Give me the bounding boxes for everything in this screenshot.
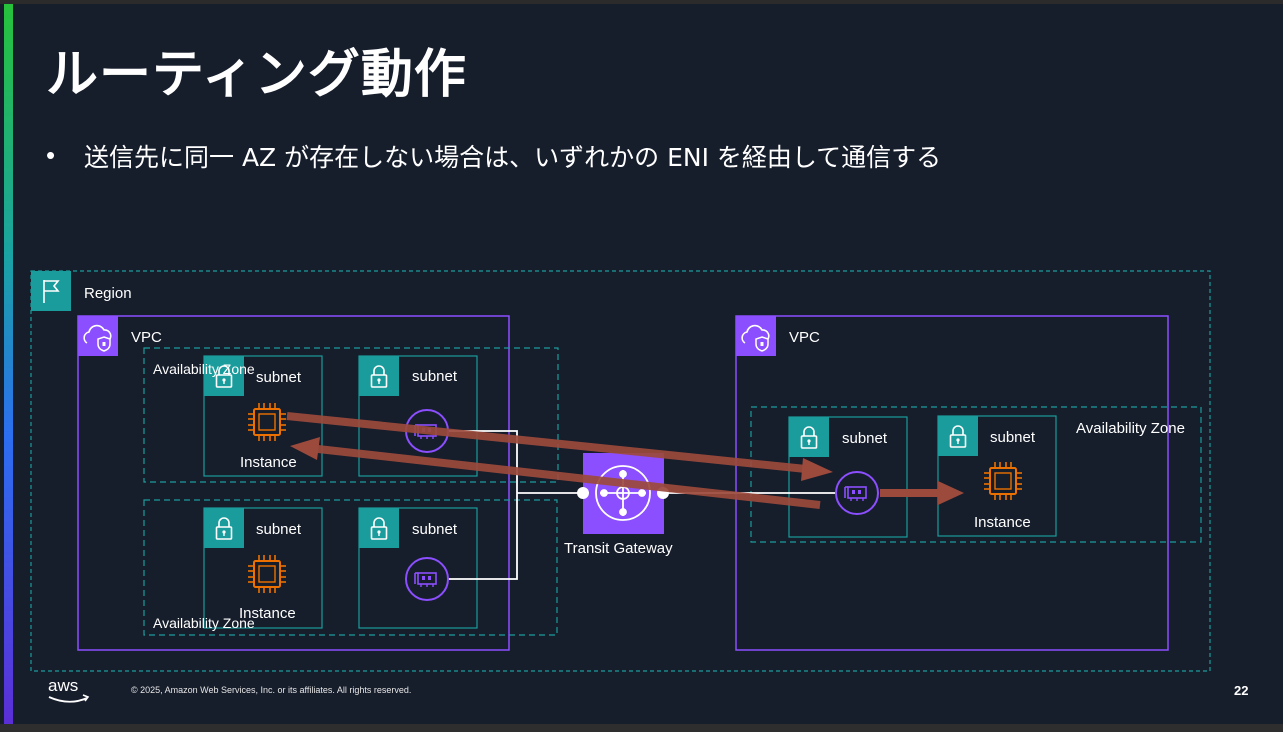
subnet-label: subnet: [842, 430, 888, 447]
subnet-left-bottom-eni: subnet: [358, 507, 478, 629]
transit-gateway: Transit Gateway: [564, 453, 673, 557]
subnet-right-eni: subnet: [788, 416, 908, 538]
az-label: Availability Zone: [153, 361, 255, 377]
vpc-right: VPC: [735, 315, 1169, 651]
subnet-lock-icon: [204, 508, 244, 548]
bullet-marker: •: [46, 140, 56, 170]
subnet-lock-icon: [359, 356, 399, 396]
subnet-lock-icon: [789, 417, 829, 457]
subnet-label: subnet: [256, 369, 302, 386]
instance-chip-icon: [247, 402, 287, 442]
page-number: 22: [1234, 683, 1249, 698]
subnet-left-top-instance: subnet Instance: [203, 355, 323, 477]
region-label: Region: [84, 285, 132, 302]
subnet-label: subnet: [412, 368, 458, 385]
bullet-text: 送信先に同一 AZ が存在しない場合は、いずれかの ENI を経由して通信する: [84, 143, 942, 172]
instance-label: Instance: [974, 514, 1031, 531]
aws-logo: aws: [48, 676, 90, 703]
subnet-label: subnet: [256, 521, 302, 538]
instance-label: Instance: [239, 605, 296, 622]
az-right: Availability Zone subnet subnet Instance: [750, 406, 1202, 543]
subnet-lock-icon: [938, 416, 978, 456]
bottom-strip: [0, 724, 1283, 732]
region-flag-icon: [31, 271, 71, 311]
instance-chip-icon: [983, 461, 1023, 501]
transit-gateway-label: Transit Gateway: [564, 540, 673, 557]
accent-bar: [4, 4, 13, 724]
subnet-left-bottom-instance: subnet Instance: [203, 507, 323, 629]
instance-chip-icon: [247, 554, 287, 594]
top-strip: [0, 0, 1283, 4]
subnet-label: subnet: [990, 429, 1036, 446]
instance-label: Instance: [240, 454, 297, 471]
vpc-left-cloud-icon: [77, 315, 119, 357]
subnet-right-instance: subnet Instance: [937, 415, 1057, 537]
transit-gateway-icon: [595, 465, 651, 521]
footer-copyright: © 2025, Amazon Web Services, Inc. or its…: [131, 685, 412, 695]
vpc-left-label: VPC: [131, 329, 162, 346]
az-left-top: subnet Instance Availability Zone subnet: [143, 347, 559, 483]
subnet-label: subnet: [412, 521, 458, 538]
slide-title: ルーティング動作: [46, 45, 467, 105]
traffic-flow-arrows: [286, 412, 964, 509]
az-label: Availability Zone: [153, 615, 255, 631]
az-left-bottom: subnet Instance Availability Zone subnet: [143, 499, 558, 636]
az-label: Availability Zone: [1076, 420, 1185, 437]
vpc-right-label: VPC: [789, 329, 820, 346]
subnet-left-top-eni: subnet: [358, 355, 478, 477]
vpc-right-cloud-icon: [735, 315, 777, 357]
eni-icon: [405, 557, 449, 601]
vpc-left: VPC: [77, 315, 510, 651]
subnet-lock-icon: [359, 508, 399, 548]
region-container: Region: [30, 270, 1211, 672]
eni-icon: [835, 471, 879, 515]
aws-logo-text: aws: [48, 676, 78, 695]
